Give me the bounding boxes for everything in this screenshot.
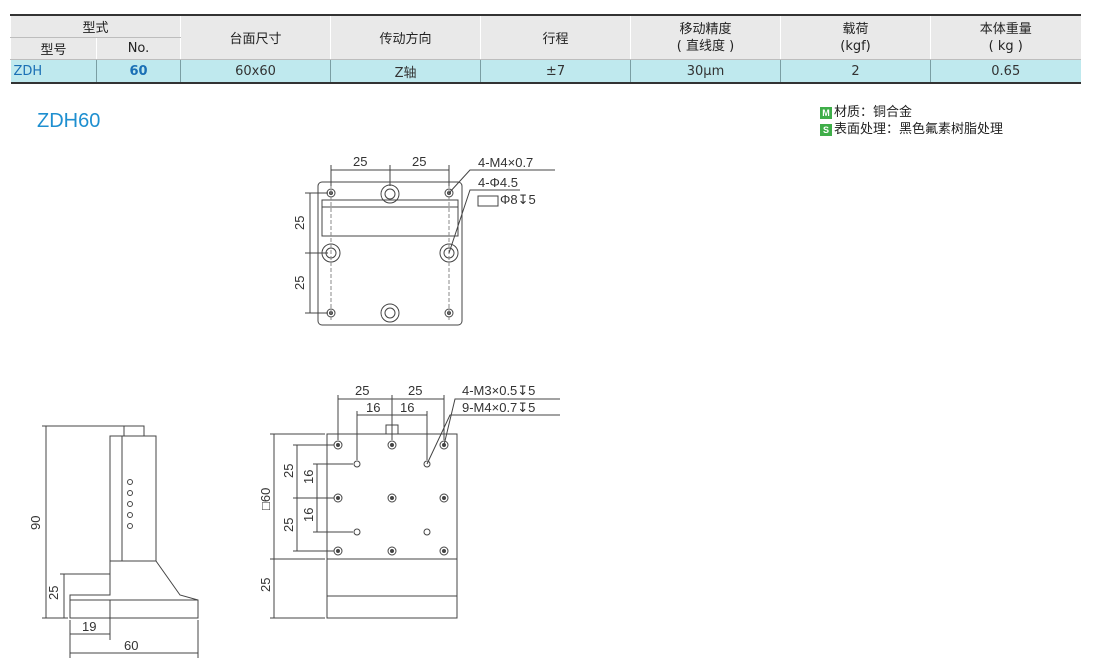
side-view-holes bbox=[127, 479, 133, 529]
front-view-base bbox=[326, 558, 458, 619]
cell-drive-direction: Z轴 bbox=[330, 59, 481, 84]
header-accuracy-line2: ( 直线度 ) bbox=[676, 38, 735, 54]
front-dim-v16a: 16 bbox=[301, 470, 316, 484]
cell-accuracy: 30μm bbox=[630, 59, 781, 84]
front-view bbox=[270, 395, 560, 619]
side-view bbox=[42, 425, 199, 658]
side-dim-height: 90 bbox=[28, 516, 43, 530]
front-dim-v25b: 25 bbox=[281, 518, 296, 532]
front-dim-v25a: 25 bbox=[281, 464, 296, 478]
material-text: 材质：铜合金 bbox=[834, 105, 913, 120]
header-model-group: 型式 bbox=[9, 14, 181, 38]
header-weight: 本体重量 ( kg ) bbox=[930, 14, 1081, 60]
header-drive-direction: 传动方向 bbox=[330, 14, 481, 60]
front-note-1: 4-M3×0.5↧5 bbox=[462, 383, 535, 398]
top-view-holes bbox=[321, 184, 459, 323]
front-dim-v25c: 25 bbox=[258, 578, 273, 592]
side-dim-offset: 19 bbox=[82, 619, 96, 634]
material-legend: M 材质：铜合金 S 表面处理：黑色氟素树脂处理 bbox=[820, 104, 1003, 138]
cell-weight: 0.65 bbox=[930, 59, 1081, 84]
top-dim-left-b: 25 bbox=[292, 276, 307, 290]
header-weight-line2: ( kg ) bbox=[988, 38, 1023, 54]
header-table-size: 台面尺寸 bbox=[180, 14, 331, 60]
surface-row: S 表面处理：黑色氟素树脂处理 bbox=[820, 121, 1003, 138]
side-dim-base: 25 bbox=[46, 586, 61, 600]
cell-stroke: ±7 bbox=[480, 59, 631, 84]
cell-table-size: 60x60 bbox=[180, 59, 331, 84]
top-note-2: 4-Φ4.5 bbox=[478, 175, 518, 190]
header-no: No. bbox=[95, 37, 181, 60]
top-dim-left-a: 25 bbox=[292, 216, 307, 230]
front-view-holes bbox=[333, 440, 449, 556]
top-note-3: Φ8↧5 bbox=[500, 192, 536, 207]
header-type: 型号 bbox=[10, 37, 97, 60]
top-note-1: 4-M4×0.7 bbox=[478, 155, 533, 170]
front-dim-v16b: 16 bbox=[301, 508, 316, 522]
front-dim-c: 16 bbox=[366, 400, 380, 415]
front-square: □60 bbox=[258, 488, 273, 510]
front-dim-d: 16 bbox=[400, 400, 414, 415]
part-title: ZDH60 bbox=[37, 110, 101, 132]
cell-no[interactable]: 60 bbox=[95, 59, 181, 84]
side-dim-width: 60 bbox=[124, 638, 138, 653]
header-stroke: 行程 bbox=[480, 14, 631, 60]
surface-badge-icon: S bbox=[820, 123, 832, 136]
top-dim-a: 25 bbox=[353, 154, 367, 169]
header-load-line2: (kgf) bbox=[840, 38, 871, 54]
top-view bbox=[305, 165, 555, 326]
header-load-line1: 载荷 bbox=[842, 21, 869, 37]
header-load: 载荷 (kgf) bbox=[780, 14, 931, 60]
material-row: M 材质：铜合金 bbox=[820, 104, 1003, 121]
material-badge-icon: M bbox=[820, 106, 832, 119]
side-view-body bbox=[109, 435, 157, 562]
header-weight-line1: 本体重量 bbox=[979, 21, 1032, 37]
front-dim-b: 25 bbox=[408, 383, 422, 398]
surface-text: 表面处理：黑色氟素树脂处理 bbox=[834, 122, 1004, 137]
top-view-slot bbox=[321, 199, 459, 237]
cell-type: ZDH bbox=[10, 59, 97, 84]
front-note-2: 9-M4×0.7↧5 bbox=[462, 400, 535, 415]
header-accuracy: 移动精度 ( 直线度 ) bbox=[630, 14, 781, 60]
header-accuracy-line1: 移动精度 bbox=[679, 21, 732, 37]
front-dim-a: 25 bbox=[355, 383, 369, 398]
top-dim-b: 25 bbox=[412, 154, 426, 169]
cell-load: 2 bbox=[780, 59, 931, 84]
spec-table: 型式 台面尺寸 传动方向 行程 移动精度 ( 直线度 ) 载荷 (kgf) 本体… bbox=[9, 14, 1081, 84]
table-row: ZDH 60 60x60 Z轴 ±7 30μm 2 0.65 bbox=[10, 59, 1081, 84]
